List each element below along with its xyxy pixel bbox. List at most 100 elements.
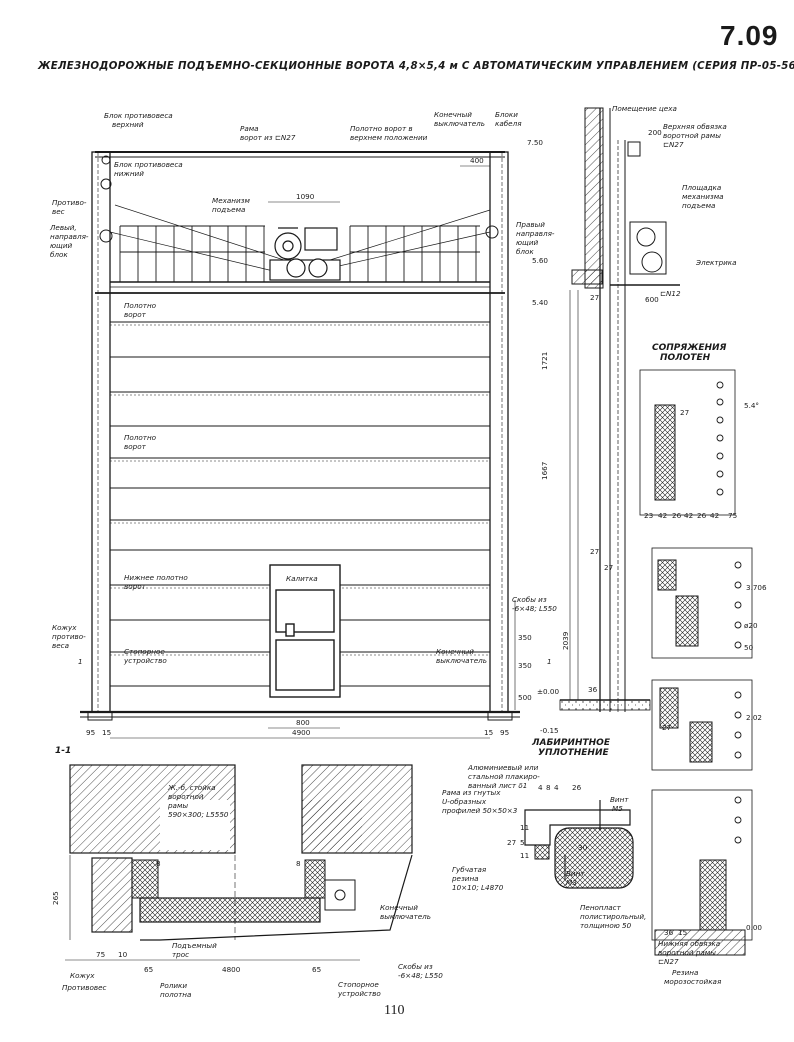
label-screw-m5: Винт bbox=[610, 795, 629, 804]
svg-text:воротной рамы: воротной рамы bbox=[658, 948, 716, 957]
svg-text:15: 15 bbox=[102, 728, 111, 737]
svg-text:5.40: 5.40 bbox=[532, 298, 548, 307]
svg-text:7.50: 7.50 bbox=[527, 138, 543, 147]
label-rc-column: Ж.-б. стойка bbox=[167, 783, 216, 792]
label-aluminum-sheet: Алюминиевый или bbox=[467, 763, 539, 772]
side-section bbox=[559, 107, 680, 712]
page-number: 110 bbox=[384, 1003, 405, 1018]
label-sponge-rubber: Губчатая bbox=[452, 865, 487, 874]
labyrinth-labels: ЛАБИРИНТНОЕ УПЛОТНЕНИЕ Алюминиевый или с… bbox=[442, 738, 646, 930]
label-mech-platform: Площадка bbox=[682, 183, 721, 192]
svg-text:27: 27 bbox=[590, 547, 599, 556]
svg-text:полистирольный,: полистирольный, bbox=[580, 912, 646, 921]
svg-text:⊏N27: ⊏N27 bbox=[658, 957, 679, 966]
joints-detail bbox=[639, 369, 753, 956]
svg-text:10: 10 bbox=[118, 950, 128, 959]
label-plan-limit-switch: Конечный bbox=[380, 903, 418, 912]
svg-text:200: 200 bbox=[648, 128, 662, 137]
svg-text:4800: 4800 bbox=[222, 965, 241, 974]
svg-text:верхний: верхний bbox=[112, 120, 144, 129]
svg-text:4: 4 bbox=[538, 783, 543, 792]
svg-text:500: 500 bbox=[518, 693, 532, 702]
svg-text:ванный лист δ1: ванный лист δ1 bbox=[468, 781, 527, 790]
label-gate-leaf-top: Полотно ворот в bbox=[350, 124, 413, 133]
plan-labels: 1-1 Ж.-б. стойка воротной рамы 590×300; … bbox=[51, 746, 443, 999]
label-brackets: Скобы из bbox=[512, 595, 547, 604]
svg-text:75: 75 bbox=[96, 950, 105, 959]
svg-text:рамы: рамы bbox=[167, 801, 188, 810]
label-limit-switch-bottom: Конечный bbox=[436, 647, 474, 656]
wicket-door bbox=[269, 564, 341, 698]
label-casing: Кожух bbox=[70, 971, 95, 980]
svg-text:вес: вес bbox=[52, 207, 65, 216]
svg-text:стальной плакиро-: стальной плакиро- bbox=[468, 772, 540, 781]
svg-text:морозостойкая: морозостойкая bbox=[664, 977, 722, 986]
svg-text:800: 800 bbox=[296, 718, 310, 727]
label-top-binding: Верхняя обвязка bbox=[663, 122, 727, 131]
sheet-number: 7.09 bbox=[720, 20, 779, 51]
svg-text:5: 5 bbox=[520, 838, 525, 847]
section-mark-right: 1 bbox=[547, 657, 552, 666]
svg-text:противо-: противо- bbox=[52, 632, 86, 641]
svg-text:5.60: 5.60 bbox=[532, 256, 548, 265]
svg-text:8: 8 bbox=[546, 783, 551, 792]
gate-elevation bbox=[80, 151, 520, 739]
svg-text:600: 600 bbox=[645, 295, 659, 304]
svg-text:ворот: ворот bbox=[124, 442, 147, 451]
svg-text:воротной рамы: воротной рамы bbox=[663, 131, 721, 140]
svg-text:1667: 1667 bbox=[540, 462, 549, 480]
label-u-frame: Рама из гнутых bbox=[442, 788, 501, 797]
svg-text:350: 350 bbox=[518, 661, 532, 670]
svg-text:15: 15 bbox=[484, 728, 493, 737]
svg-text:трос: трос bbox=[172, 950, 189, 959]
svg-text:27: 27 bbox=[590, 293, 599, 302]
svg-text:350: 350 bbox=[518, 633, 532, 642]
label-plan-brackets: Скобы из bbox=[398, 962, 433, 971]
label-leaf-rollers: Ролики bbox=[160, 981, 187, 990]
svg-text:направля-: направля- bbox=[50, 232, 89, 241]
svg-text:направля-: направля- bbox=[516, 229, 555, 238]
svg-text:устройство: устройство bbox=[337, 989, 381, 998]
svg-text:воротной: воротной bbox=[168, 792, 204, 801]
labyrinth-detail bbox=[524, 800, 634, 889]
elevation-labels: Блок противовеса верхний Рама ворот из ⊏… bbox=[49, 110, 557, 666]
svg-text:42: 42 bbox=[684, 511, 693, 520]
svg-text:27: 27 bbox=[662, 723, 671, 732]
side-section-labels: Помещение цеха Верхняя обвязка воротной … bbox=[527, 104, 737, 735]
label-counterweight-block-bottom: Блок противовеса bbox=[114, 160, 183, 169]
svg-text:95: 95 bbox=[500, 728, 509, 737]
svg-text:ющий: ющий bbox=[50, 241, 72, 250]
svg-text:265: 265 bbox=[51, 891, 60, 905]
label-plan-stop-device: Стопорное bbox=[338, 980, 379, 989]
svg-text:±0.00: ±0.00 bbox=[537, 687, 559, 696]
label-plan-counterweight: Противовес bbox=[62, 983, 107, 992]
label-counterweight-casing: Кожух bbox=[52, 623, 77, 632]
svg-text:0.00: 0.00 bbox=[746, 923, 762, 932]
labyrinth-title-2: УПЛОТНЕНИЕ bbox=[538, 748, 609, 758]
svg-text:толщиною 50: толщиною 50 bbox=[580, 921, 632, 930]
labyrinth-title-1: ЛАБИРИНТНОЕ bbox=[531, 738, 611, 748]
svg-text:42: 42 bbox=[710, 511, 719, 520]
svg-text:27: 27 bbox=[604, 563, 613, 572]
svg-text:ющий: ющий bbox=[516, 238, 538, 247]
label-lift-cable: Подъемный bbox=[172, 941, 217, 950]
label-counterweight: Противо- bbox=[52, 198, 87, 207]
svg-text:2039: 2039 bbox=[561, 631, 570, 650]
svg-text:M5: M5 bbox=[612, 804, 623, 813]
svg-text:устройство: устройство bbox=[123, 656, 167, 665]
svg-text:-6×48; L550: -6×48; L550 bbox=[398, 971, 443, 980]
svg-text:механизма: механизма bbox=[682, 192, 724, 201]
svg-text:выключатель: выключатель bbox=[434, 119, 485, 128]
label-foam: Пенопласт bbox=[580, 903, 622, 912]
svg-text:65: 65 bbox=[144, 965, 153, 974]
svg-text:U-образных: U-образных bbox=[442, 797, 487, 806]
lift-mechanism bbox=[269, 227, 341, 281]
svg-text:11: 11 bbox=[520, 823, 529, 832]
elevation-dimensions: 400 1090 800 4900 95 15 15 95 350 350 50… bbox=[86, 156, 532, 737]
svg-text:27: 27 bbox=[680, 408, 689, 417]
label-wicket: Калитка bbox=[286, 574, 318, 583]
svg-text:36: 36 bbox=[588, 685, 598, 694]
svg-text:ворот: ворот bbox=[124, 310, 147, 319]
svg-text:-6×48; L550: -6×48; L550 bbox=[512, 604, 557, 613]
